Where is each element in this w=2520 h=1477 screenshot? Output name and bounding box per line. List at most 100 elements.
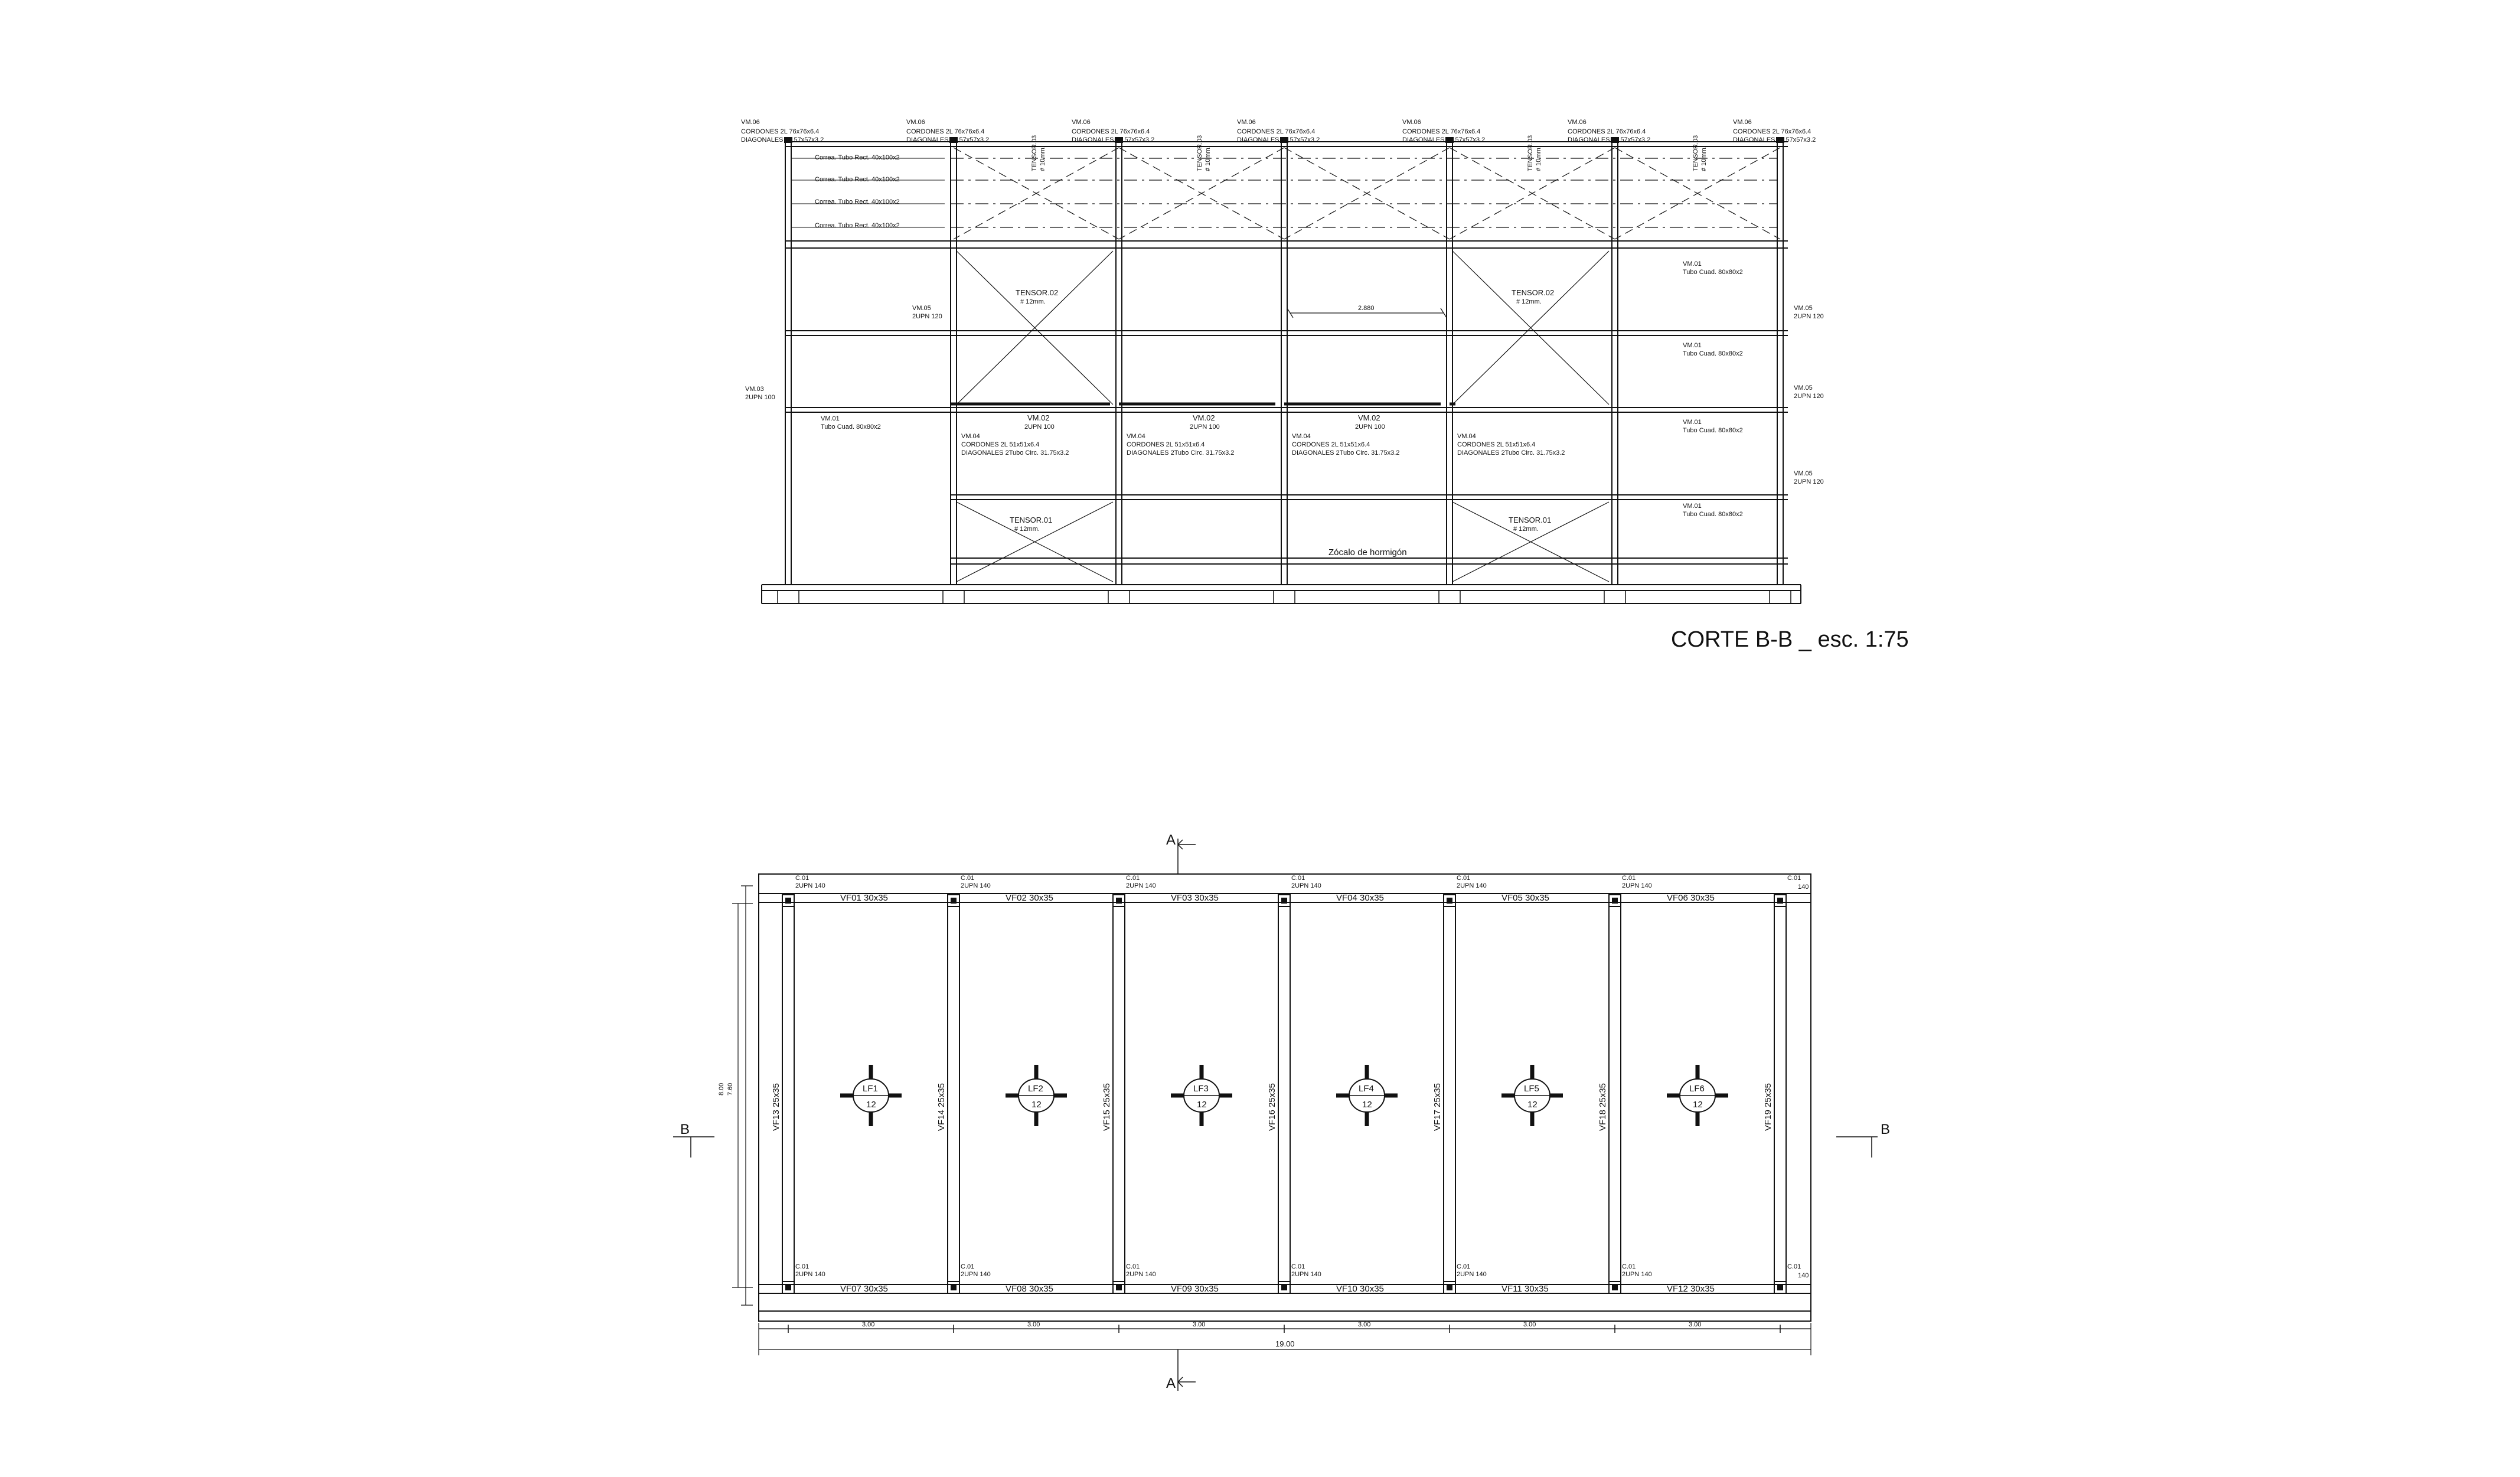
vf-top-beam: VF06 30x35 xyxy=(1667,893,1715,903)
vm06-name: VM.06 xyxy=(741,119,760,126)
vm01-spec: Tubo Cuad. 80x80x2 xyxy=(1683,511,1743,518)
c01-name: C.01 xyxy=(1787,1263,1801,1270)
c01-spec: 2UPN 140 xyxy=(1291,882,1321,889)
vm05-spec: 2UPN 120 xyxy=(1794,478,1824,485)
footing-lf1-name: LF1 xyxy=(863,1084,878,1094)
vm05-spec: 2UPN 120 xyxy=(1794,313,1824,320)
dim-bay: 3.00 xyxy=(1193,1321,1205,1328)
vm06-cordones: CORDONES 2L 76x76x6.4 xyxy=(1733,128,1811,135)
vm06-diagonales: DIAGONALES 2L 57x57x3.2 xyxy=(906,136,989,144)
c01-spec: 2UPN 140 xyxy=(1291,1271,1321,1278)
vf-vertical-beam: VF19 25x35 xyxy=(1763,1083,1773,1131)
vm06-name: VM.06 xyxy=(1568,119,1587,126)
c01-spec-short: 140 xyxy=(1798,883,1809,891)
vm05-name: VM.05 xyxy=(912,305,931,312)
c01-spec: 2UPN 140 xyxy=(961,882,991,889)
tensor02-spec: # 12mm. xyxy=(1020,298,1046,305)
vm01-name: VM.01 xyxy=(1683,342,1702,349)
vf-bottom-beam: VF09 30x35 xyxy=(1171,1284,1219,1294)
c01-name: C.01 xyxy=(795,1263,809,1270)
c01-name: C.01 xyxy=(1457,1263,1470,1270)
vf-bottom-beam: VF11 30x35 xyxy=(1501,1284,1549,1294)
vf-bottom-beam: VF10 30x35 xyxy=(1336,1284,1384,1294)
vm06-name: VM.06 xyxy=(906,119,925,126)
vm04-cordones: CORDONES 2L 51x51x6.4 xyxy=(1127,441,1204,448)
tensor03-spec: # 10mm. xyxy=(1535,146,1542,171)
vf-vertical-beam: VF18 25x35 xyxy=(1598,1083,1608,1131)
c01-name: C.01 xyxy=(795,875,809,882)
vf-vertical-beam: VF16 25x35 xyxy=(1267,1083,1277,1131)
vm03-spec: 2UPN 100 xyxy=(745,394,775,401)
vm06-cordones: CORDONES 2L 76x76x6.4 xyxy=(1237,128,1315,135)
footing-lf5-name: LF5 xyxy=(1524,1084,1539,1094)
dim-bay: 3.00 xyxy=(1689,1321,1701,1328)
vm02-name: VM.02 xyxy=(1193,413,1215,422)
vf-top-beam: VF04 30x35 xyxy=(1336,893,1384,903)
vm02-spec: 2UPN 100 xyxy=(1190,423,1220,431)
vf-bottom-beam: VF12 30x35 xyxy=(1667,1284,1715,1294)
vm04-cordones: CORDONES 2L 51x51x6.4 xyxy=(1292,441,1370,448)
vm06-diagonales: DIAGONALES 2L 57x57x3.2 xyxy=(741,136,824,144)
vf-vertical-beam: VF14 25x35 xyxy=(936,1083,946,1131)
vm01-spec: Tubo Cuad. 80x80x2 xyxy=(821,423,881,431)
vm06-name: VM.06 xyxy=(1072,119,1091,126)
dim-inner-height: 7.60 xyxy=(727,1083,734,1095)
vm04-name: VM.04 xyxy=(1457,433,1476,440)
cut-a-bottom: A xyxy=(1166,1375,1176,1391)
tensor01-name: TENSOR.01 xyxy=(1509,516,1551,524)
vm05-name: VM.05 xyxy=(1794,470,1813,477)
vm06-cordones: CORDONES 2L 76x76x6.4 xyxy=(741,128,819,135)
footing-lf4-name: LF4 xyxy=(1359,1084,1374,1094)
footing-lf6-name: LF6 xyxy=(1689,1084,1705,1094)
vm02-spec: 2UPN 100 xyxy=(1024,423,1055,431)
vm06-diagonales: DIAGONALES 2L 57x57x3.2 xyxy=(1568,136,1650,144)
vm06-diagonales: DIAGONALES 2L 57x57x3.2 xyxy=(1072,136,1154,144)
vm03-name: VM.03 xyxy=(745,386,764,393)
c01-name: C.01 xyxy=(1457,875,1470,882)
c01-spec: 2UPN 140 xyxy=(1457,1271,1487,1278)
correa-label: Correa. Tubo Rect. 40x100x2 xyxy=(815,222,900,229)
vm04-diagonales: DIAGONALES 2Tubo Circ. 31.75x3.2 xyxy=(961,449,1069,457)
vm01-spec: Tubo Cuad. 80x80x2 xyxy=(1683,427,1743,434)
c01-name: C.01 xyxy=(1126,1263,1140,1270)
tensor03-name: TENSOR.03 xyxy=(1196,135,1203,171)
vf-vertical-beam: VF17 25x35 xyxy=(1432,1083,1442,1131)
vm04-name: VM.04 xyxy=(1127,433,1145,440)
vf-top-beam: VF01 30x35 xyxy=(840,893,888,903)
dim-bay: 3.00 xyxy=(1027,1321,1040,1328)
tensor03-name: TENSOR.03 xyxy=(1527,135,1534,171)
c01-spec: 2UPN 140 xyxy=(795,1271,825,1278)
cut-a-top: A xyxy=(1166,832,1176,848)
vm02-name: VM.02 xyxy=(1027,413,1050,422)
c01-spec: 2UPN 140 xyxy=(795,882,825,889)
cut-b-right: B xyxy=(1881,1121,1890,1137)
vm06-cordones: CORDONES 2L 76x76x6.4 xyxy=(1072,128,1150,135)
vm06-cordones: CORDONES 2L 76x76x6.4 xyxy=(1568,128,1646,135)
vm02-spec: 2UPN 100 xyxy=(1355,423,1385,431)
footing-lf2-depth: 12 xyxy=(1031,1100,1042,1110)
footing-lf3-name: LF3 xyxy=(1193,1084,1209,1094)
vm04-cordones: CORDONES 2L 51x51x6.4 xyxy=(1457,441,1535,448)
correa-label: Correa. Tubo Rect. 40x100x2 xyxy=(815,198,900,206)
c01-spec: 2UPN 140 xyxy=(1622,1271,1652,1278)
vm01-name: VM.01 xyxy=(1683,503,1702,510)
c01-spec: 2UPN 140 xyxy=(1126,882,1156,889)
section-title: CORTE B-B _ esc. 1:75 xyxy=(1671,627,1909,652)
footing-lf3-depth: 12 xyxy=(1197,1100,1207,1110)
vf-top-beam: VF02 30x35 xyxy=(1006,893,1053,903)
tensor03-spec: # 10mm. xyxy=(1700,146,1708,171)
zocalo-label: Zócalo de hormigón xyxy=(1328,547,1407,557)
footing-lf2-name: LF2 xyxy=(1028,1084,1043,1094)
tensor01-spec: # 12mm. xyxy=(1014,526,1040,533)
vm06-diagonales: DIAGONALES 2L 57x57x3.2 xyxy=(1402,136,1485,144)
footing-lf6-depth: 12 xyxy=(1693,1100,1703,1110)
c01-spec: 2UPN 140 xyxy=(1126,1271,1156,1278)
c01-name: C.01 xyxy=(961,1263,974,1270)
tensor02-name: TENSOR.02 xyxy=(1016,288,1058,297)
correa-label: Correa. Tubo Rect. 40x100x2 xyxy=(815,176,900,183)
vf-top-beam: VF05 30x35 xyxy=(1501,893,1549,903)
vm04-diagonales: DIAGONALES 2Tubo Circ. 31.75x3.2 xyxy=(1127,449,1234,457)
tensor01-spec: # 12mm. xyxy=(1513,526,1539,533)
